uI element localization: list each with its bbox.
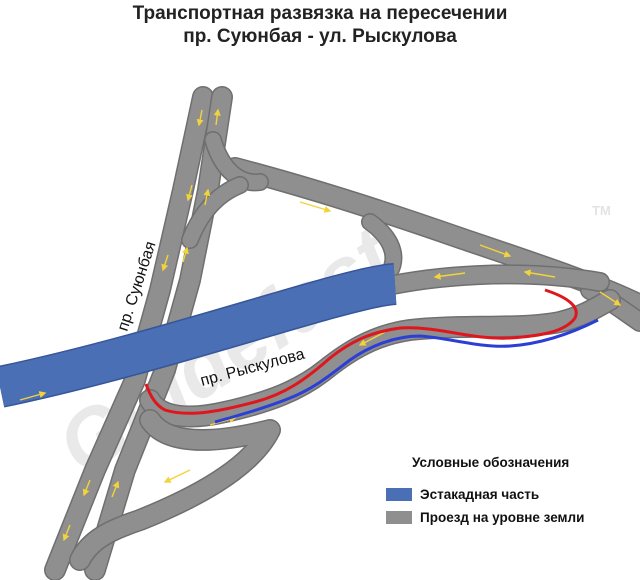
legend-label-ground: Проезд на уровне земли xyxy=(420,509,585,525)
route-lines xyxy=(144,288,599,424)
legend-item-overpass: Эстакадная часть xyxy=(386,485,539,503)
legend-label-overpass: Эстакадная часть xyxy=(420,486,540,502)
route-line-red xyxy=(144,288,578,415)
ryskulova-overpass xyxy=(0,263,397,408)
legend-title: Условные обозначения xyxy=(412,455,570,470)
route-line-blue xyxy=(214,318,599,424)
legend-item-ground: Проезд на уровне земли xyxy=(386,508,584,526)
legend-swatch-ground xyxy=(386,510,412,524)
map-title: Транспортная развязка на пересечении пр.… xyxy=(0,2,640,48)
legend-swatch-overpass xyxy=(386,487,412,501)
map-title-line-2: пр. Суюнбая - ул. Рыскулова xyxy=(183,26,457,47)
watermark-trademark: TM xyxy=(592,203,611,218)
traffic-arrows xyxy=(19,108,622,542)
map-title-line-1: Транспортная развязка на пересечении xyxy=(132,3,508,24)
